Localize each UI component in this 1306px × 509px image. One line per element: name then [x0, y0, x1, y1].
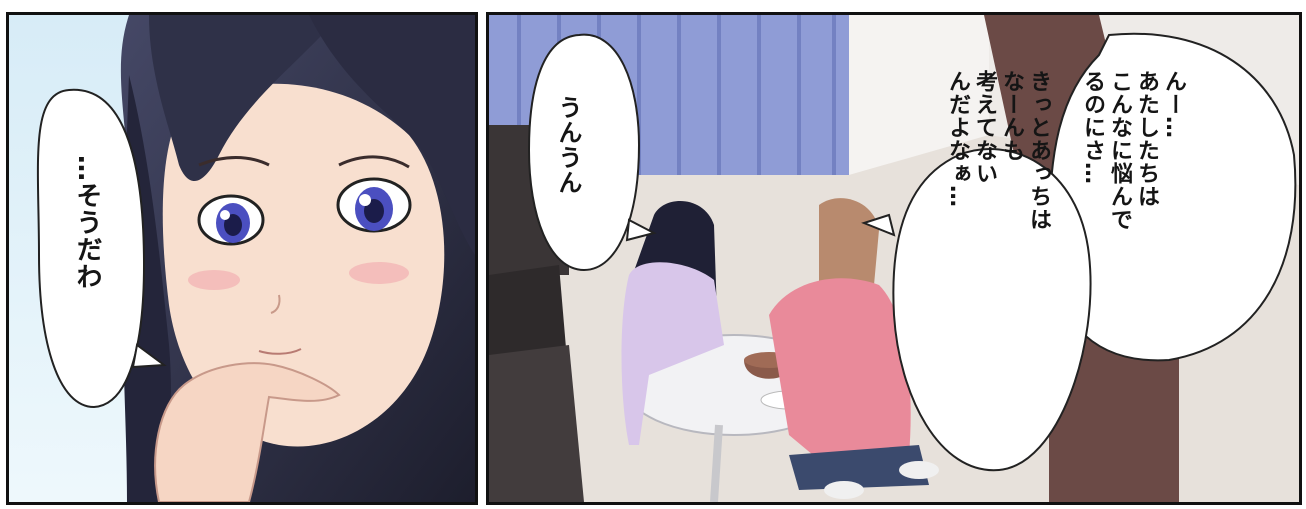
girl-left-body — [621, 262, 724, 445]
panel-left-art — [9, 15, 475, 502]
speech-bubble-left — [36, 88, 146, 409]
panel-right-art — [489, 15, 1299, 502]
bubble-text-large: んー… あたしたちは こんなに悩んで るのにさ… きっとあっちは なーんも 考え… — [945, 70, 1186, 231]
bubble-text-left: …そうだわ — [72, 155, 102, 290]
bubble-text-small: うんうん — [554, 95, 582, 195]
speech-bubble-large-top — [1047, 32, 1297, 362]
speech-bubble-small — [527, 33, 641, 272]
face — [162, 83, 445, 447]
hand — [154, 362, 341, 502]
panel-right: うんうん んー… あたしたちは こんなに悩んで るのにさ… きっとあっちは なー… — [486, 12, 1302, 505]
girl-right-body — [769, 278, 911, 460]
panel-left: …そうだわ — [6, 12, 478, 505]
speech-bubble-large-bottom — [892, 148, 1092, 472]
girl-right-hair — [819, 198, 879, 290]
